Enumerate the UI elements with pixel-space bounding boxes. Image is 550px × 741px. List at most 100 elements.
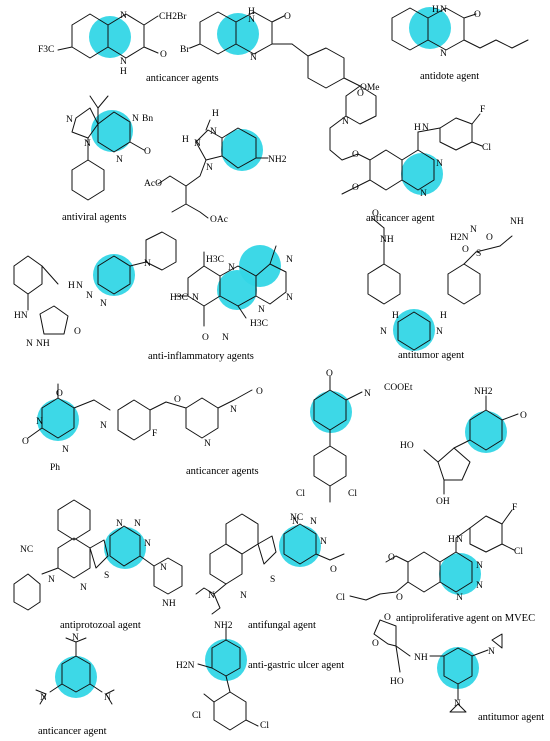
atom-s: S: [270, 575, 275, 585]
atom-n: N: [230, 405, 237, 415]
atom-n: N: [40, 693, 47, 703]
caption: anticancer agents: [186, 466, 259, 477]
atom-ph: Ph: [50, 463, 60, 473]
atom-n: N: [420, 189, 427, 199]
atom-h: H: [432, 5, 439, 15]
atom-f: F: [512, 503, 517, 513]
atom-nh2: NH2: [214, 621, 233, 631]
atom-n: N: [240, 591, 247, 601]
structure-hexamethylmelamine: N N N: [35, 633, 115, 705]
atom-o: O: [160, 50, 167, 60]
structure-antiviral-purinone: N N N Bn N O: [66, 95, 153, 201]
atom-o: O: [372, 639, 379, 649]
atom-n: N: [194, 139, 201, 149]
atom-n: N: [72, 633, 79, 643]
atom-o: O: [474, 10, 481, 20]
atom-n: N: [100, 299, 107, 309]
structure-tricyclic-pyrimidine: H3C N H3C N N H3C O N N N: [170, 245, 293, 343]
atom-n: N: [380, 327, 387, 337]
atom-n: N: [116, 155, 123, 165]
atom-n: N: [320, 537, 327, 547]
atom-n: N: [310, 517, 317, 527]
atom-hn: HN: [14, 311, 28, 321]
caption: antidote agent: [420, 71, 479, 82]
atom-o: O: [352, 183, 359, 193]
structure-dichlorophenyl-triazine: NH2 H2N Cl Cl: [176, 621, 269, 731]
structure-triazinedione-amide: O N O N Ph N F O N N O: [22, 383, 263, 473]
atom-o: O: [74, 327, 81, 337]
caption: antiproliferative agent on MVEC: [396, 613, 535, 624]
atom-nh: NH: [36, 339, 50, 349]
atom-n: N: [160, 563, 167, 573]
atom-nh2: NH2: [474, 387, 493, 397]
atom-ho: HO: [390, 677, 404, 687]
atom-n: N: [80, 583, 87, 593]
atom-o: O: [396, 593, 403, 603]
structure-acyclic-purine: H N H N N NH2 AcO OAc: [144, 109, 287, 225]
structure-quinoxalinone-cf3: N N H CH2Br O F3C: [38, 11, 187, 77]
atom-o: O: [22, 437, 29, 447]
atom-o: O: [388, 553, 395, 563]
atom-h: H: [440, 311, 447, 321]
atom-h: H: [68, 281, 75, 291]
atom-ome: OMe: [360, 83, 380, 93]
atom-n: N: [120, 57, 127, 67]
atom-n: N: [132, 114, 139, 124]
atom-aco: AcO: [144, 179, 162, 189]
atom-n: N: [84, 139, 91, 149]
atom-h2n: H2N: [176, 661, 195, 671]
atom-n: N: [120, 11, 127, 21]
atom-cl: Cl: [482, 143, 491, 153]
structure-tetrahydrothienoquinoline-triazine: N N S N N N O: [195, 513, 345, 615]
atom-nh: NH: [510, 217, 524, 227]
atom-o: O: [462, 245, 469, 255]
caption: anticancer agents: [146, 73, 219, 84]
caption: anticancer agent: [38, 726, 107, 737]
caption: anti-gastric ulcer agent: [248, 660, 344, 671]
atom-o: O: [384, 613, 391, 623]
atom-n: N: [116, 519, 123, 529]
atom-n: N: [476, 581, 483, 591]
structure-aziridinyl-triazine: NH N N O O HO: [372, 613, 503, 713]
caption: anti-inflammatory agents: [148, 351, 254, 362]
atom-cl: Cl: [260, 721, 269, 731]
atom-o: O: [372, 209, 379, 219]
atom-n: N: [436, 159, 443, 169]
atom-n: N: [250, 53, 257, 63]
atom-nc: NC: [20, 545, 33, 555]
atom-o: O: [330, 565, 337, 575]
atom-cooet: COOEt: [384, 383, 413, 393]
atom-h: H: [120, 67, 127, 77]
atom-n: N: [144, 539, 151, 549]
atom-o: O: [284, 12, 291, 22]
atom-o: O: [56, 389, 63, 399]
atom-nh: NH: [380, 235, 394, 245]
atom-h: H: [182, 135, 189, 145]
atom-n: N: [440, 5, 447, 15]
atom-cl: Cl: [336, 593, 345, 603]
atom-cl: Cl: [514, 547, 523, 557]
atom-n: N: [342, 117, 349, 127]
atom-n: N: [48, 575, 55, 585]
atom-o: O: [202, 333, 209, 343]
caption: antiviral agents: [62, 212, 126, 223]
atom-bn: Bn: [142, 114, 153, 124]
atom-o: O: [144, 147, 151, 157]
atom-n: N: [476, 561, 483, 571]
structure-pyridazine-pyrazolone: H N N N N HN NH N O: [13, 231, 177, 349]
atom-n: N: [436, 327, 443, 337]
caption: antitumor agent: [398, 350, 464, 361]
atom-n: N: [248, 15, 255, 25]
atom-n: N: [258, 305, 265, 315]
atom-o: O: [352, 150, 359, 160]
atom-n: N: [36, 417, 43, 427]
atom-n: N: [286, 293, 293, 303]
atom-n: N: [76, 281, 83, 291]
atom-n: N: [206, 163, 213, 173]
atom-ch2br: CH2Br: [159, 12, 187, 22]
atom-n: N: [286, 255, 293, 265]
atom-n: N: [104, 693, 111, 703]
atom-n: N: [144, 259, 151, 269]
atom-n: N: [192, 293, 199, 303]
structure-anilino-quinazoline-1: H N F Cl O N O O N N: [329, 85, 491, 199]
